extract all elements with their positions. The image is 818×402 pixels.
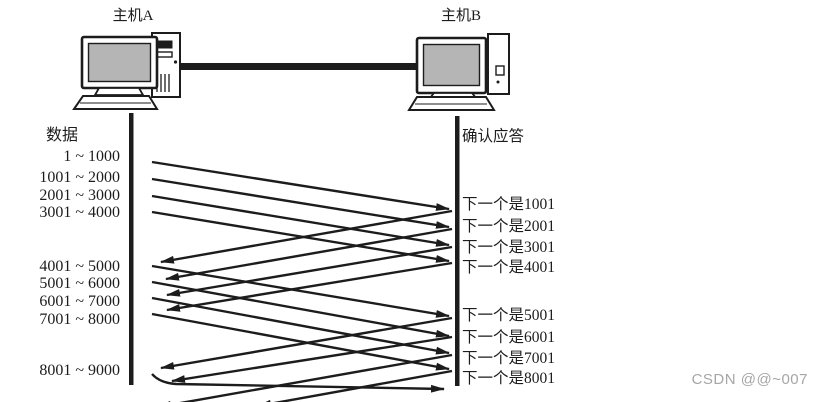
data-range-label: 2001 ~ 3000 [39,187,120,204]
host-b-label: 主机B [440,8,481,24]
data-arrow-6001-7000 [151,296,450,355]
data-range-label: 1001 ~ 2000 [39,169,120,186]
data-arrow-2001-3000 [151,194,450,247]
ack-arrow-3001 [166,245,453,297]
ack-arrow-7001 [157,353,453,402]
ack-arrow-4001 [166,261,453,312]
host-a-timeline [129,113,134,385]
data-arrow-7001-8000 [151,312,450,371]
data-arrow-8001-9000 [151,373,445,393]
data-range-label: 4001 ~ 5000 [39,258,120,275]
data-range-label: 5001 ~ 6000 [39,275,120,292]
ack-column-title: 确认应答 [462,128,525,145]
ack-label: 下一个是1001 [462,196,556,213]
data-arrow-1-1000 [151,160,450,211]
ack-label: 下一个是6001 [462,329,556,346]
data-range-label: 3001 ~ 4000 [39,204,120,221]
data-column-title: 数据 [46,127,79,144]
ack-label: 下一个是2001 [462,218,556,235]
ack-arrow-2001 [165,227,453,281]
network-cable [178,63,419,70]
data-range-label: 6001 ~ 7000 [39,293,120,310]
ack-label: 下一个是5001 [462,307,556,324]
csdn-watermark: CSDN @@~007 [691,371,808,388]
ack-arrow-8001 [257,369,453,402]
ack-label: 下一个是3001 [462,239,556,256]
ack-label: 下一个是4001 [462,259,556,276]
ack-arrow-5001 [160,316,453,370]
host-a-label: 主机A [112,8,154,24]
ack-arrow-6001 [171,335,453,383]
host-b-timeline [455,116,460,386]
data-range-label: 7001 ~ 8000 [39,311,120,328]
data-arrow-4001-5000 [151,264,450,318]
host-b-computer-icon [407,33,510,111]
data-range-label: 1 ~ 1000 [63,148,120,165]
host-a-computer-icon [72,32,181,110]
ack-label: 下一个是7001 [462,350,556,367]
ack-label: 下一个是8001 [462,370,556,387]
data-range-label: 8001 ~ 9000 [39,362,120,379]
ack-arrow-1001 [160,209,453,264]
